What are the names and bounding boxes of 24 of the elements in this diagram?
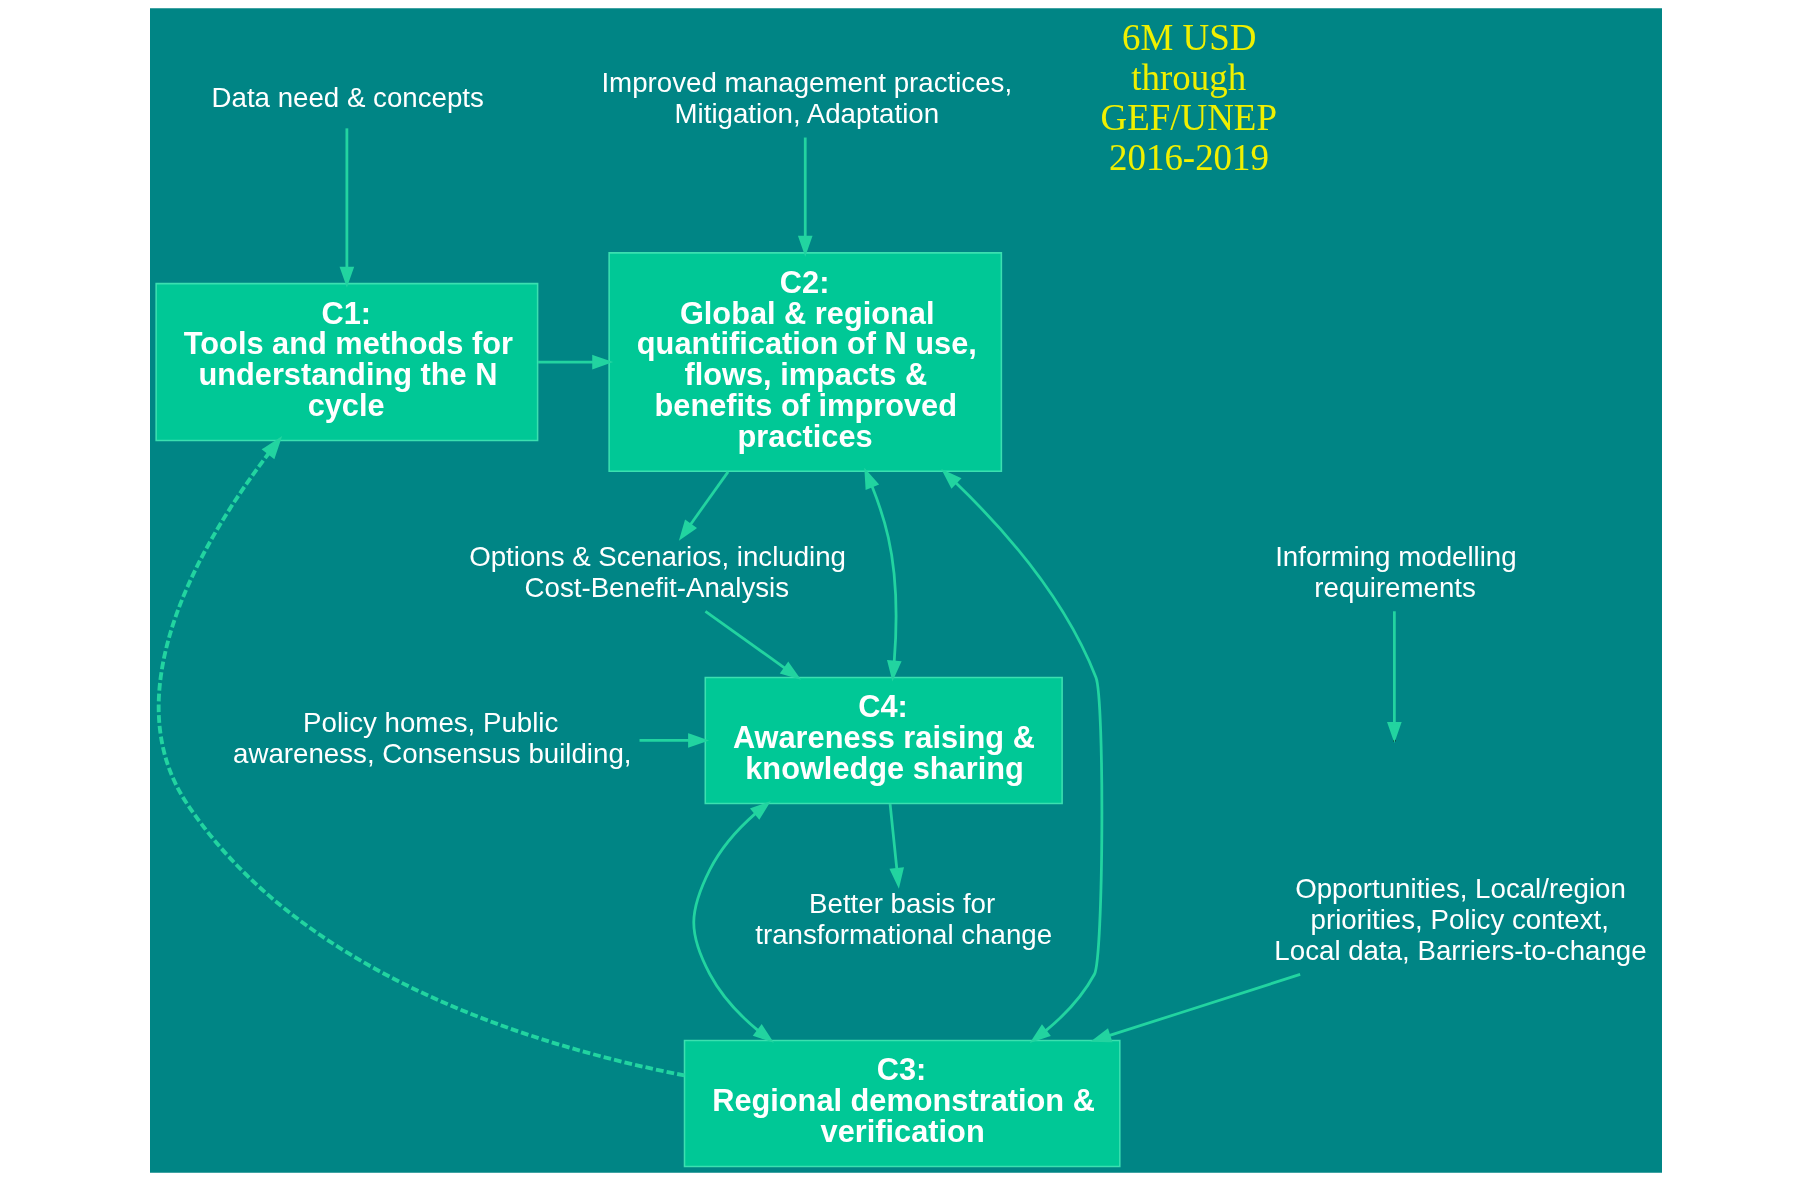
node-text: Policy homes, Public awareness, Consensus building, (233, 706, 632, 769)
node-text: Data need & concepts (211, 82, 484, 114)
arrow (797, 137, 813, 257)
arrow (941, 469, 1104, 1043)
arrow (1090, 973, 1301, 1043)
arrow (639, 733, 710, 748)
arrow (538, 354, 614, 370)
node-box: C2: Global & regional quantification of N use, flows, impacts & benefits of improved practices (608, 252, 1003, 473)
node-box: C1: Tools and methods for understanding the N cycle (155, 282, 539, 442)
node-text: Informing modelling requirements (1275, 540, 1517, 603)
arrow (692, 800, 774, 1043)
node-text: Improved management practices, Mitigation, Adaptation (601, 66, 1013, 129)
arrow (704, 610, 802, 680)
label: 6M USD through GEF/UNEP 2016-2019 (1100, 17, 1277, 179)
arrow (888, 803, 905, 889)
node-text: Options & Scenarios, including Cost-Benefit-Analysis (469, 540, 847, 603)
node-text: Better basis for transformational change (755, 888, 1053, 951)
arrow (864, 467, 902, 682)
arrow (339, 128, 355, 288)
node-box: C4: Awareness raising & knowledge sharing (704, 676, 1063, 805)
arrow (678, 471, 730, 541)
node-box: C3: Regional demonstration & verification (683, 1039, 1121, 1168)
node-text: Opportunities, Local/region priorities, Policy context, Local data, Barriers-to-change (1274, 872, 1647, 966)
arrow (157, 436, 685, 1078)
